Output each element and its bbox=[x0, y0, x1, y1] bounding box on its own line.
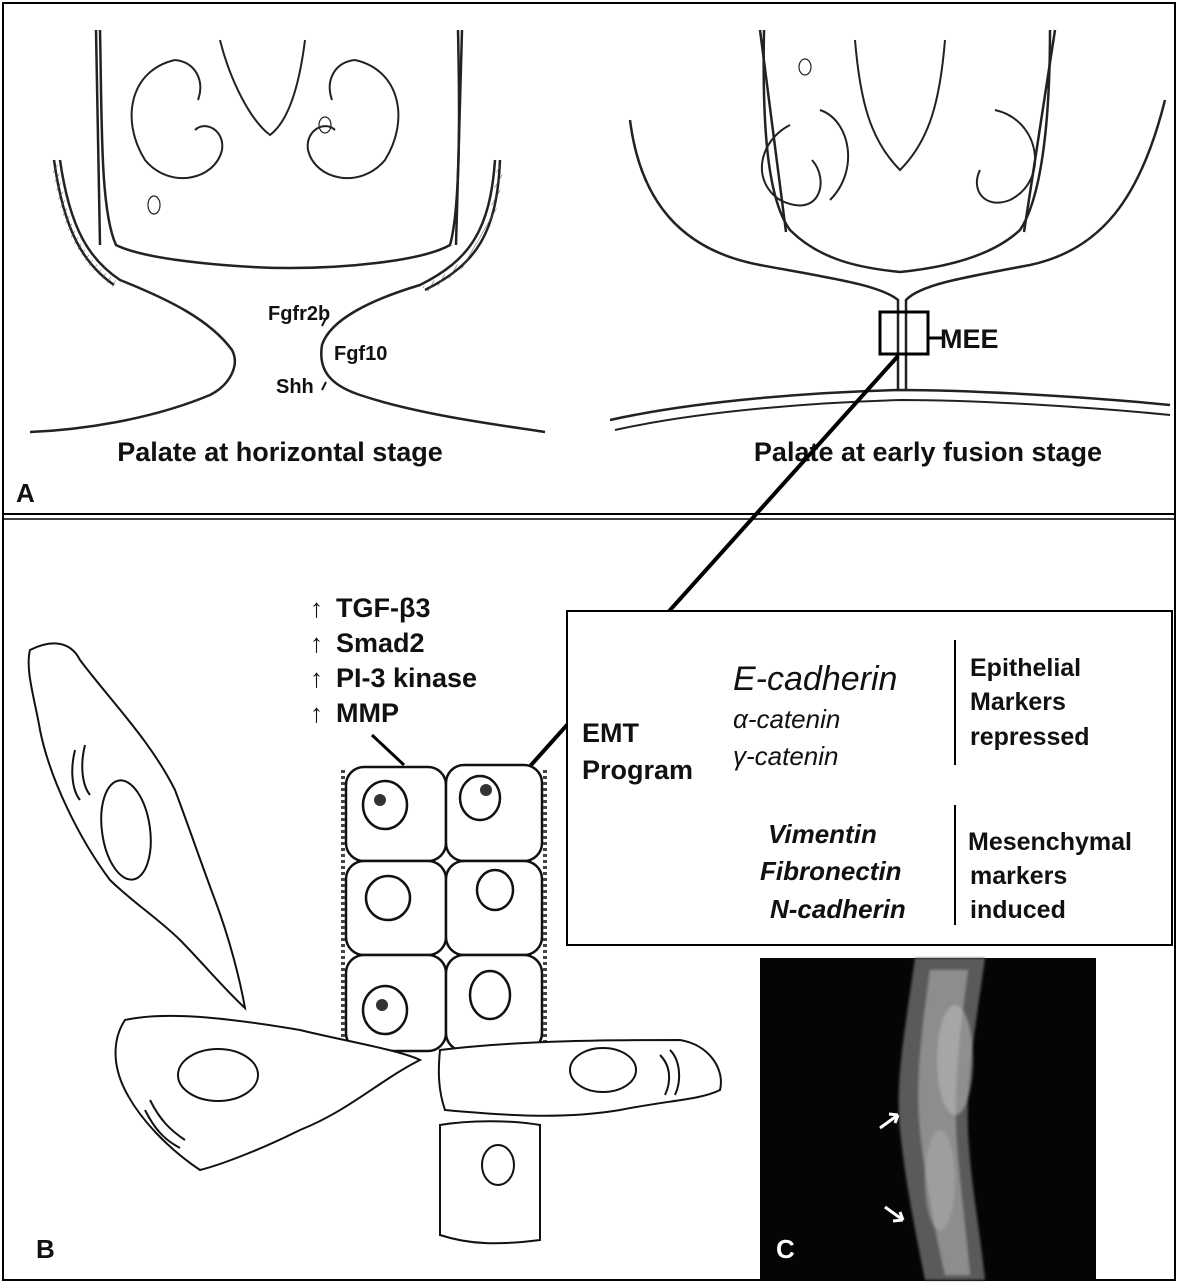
marker-gamma-catenin: γ-catenin bbox=[733, 741, 839, 771]
emt-title-line2: Program bbox=[582, 755, 693, 785]
emt-title-line1: EMT bbox=[582, 718, 640, 748]
mesenchymal-label-1: Mesenchymal bbox=[968, 828, 1132, 856]
palate-fusion-drawing bbox=[610, 30, 1170, 430]
up-arrow-4: ↑ bbox=[310, 698, 323, 728]
panel-letter-a: A bbox=[16, 478, 35, 508]
up-arrow-1: ↑ bbox=[310, 593, 323, 623]
marker-n-cadherin: N-cadherin bbox=[770, 894, 906, 924]
epithelial-label-3: repressed bbox=[970, 723, 1090, 751]
epithelial-cell-column bbox=[346, 765, 542, 1051]
mesenchymal-label-2: markers bbox=[970, 862, 1067, 890]
epithelial-label-1: Epithelial bbox=[970, 654, 1081, 682]
shh-label: Shh bbox=[276, 376, 314, 398]
mesenchymal-label-3: induced bbox=[970, 896, 1066, 924]
fgfr2b-label: Fgfr2b bbox=[268, 303, 330, 325]
up-arrow-3: ↑ bbox=[310, 663, 323, 693]
epithelial-label-2: Markers bbox=[970, 688, 1066, 716]
marker-alpha-catenin: α-catenin bbox=[733, 704, 840, 734]
upregulated-list: ↑ TGF-β3 ↑ Smad2 ↑ PI-3 kinase ↑ MMP bbox=[310, 593, 477, 765]
caption-horizontal-stage: Palate at horizontal stage bbox=[117, 437, 443, 467]
up-item-smad2: Smad2 bbox=[336, 628, 425, 658]
marker-fibronectin: Fibronectin bbox=[760, 856, 902, 886]
fluorescence-micrograph: C bbox=[760, 958, 1096, 1280]
mee-label: MEE bbox=[940, 324, 999, 354]
gene-markers: Fgfr2b Fgf10 Shh bbox=[268, 303, 387, 398]
marker-vimentin: Vimentin bbox=[768, 819, 877, 849]
fgf10-label: Fgf10 bbox=[334, 343, 387, 365]
up-item-pi3k: PI-3 kinase bbox=[336, 663, 477, 693]
caption-fusion-stage: Palate at early fusion stage bbox=[754, 437, 1102, 467]
marker-e-cadherin: E-cadherin bbox=[733, 660, 897, 698]
palate-horizontal-drawing bbox=[30, 30, 545, 432]
panel-letter-b: B bbox=[36, 1234, 55, 1264]
panel-letter-c: C bbox=[776, 1234, 795, 1264]
mee-highlight-box bbox=[880, 312, 928, 354]
up-item-mmp: MMP bbox=[336, 698, 399, 728]
up-item-tgf: TGF-β3 bbox=[336, 593, 430, 623]
up-arrow-2: ↑ bbox=[310, 628, 323, 658]
